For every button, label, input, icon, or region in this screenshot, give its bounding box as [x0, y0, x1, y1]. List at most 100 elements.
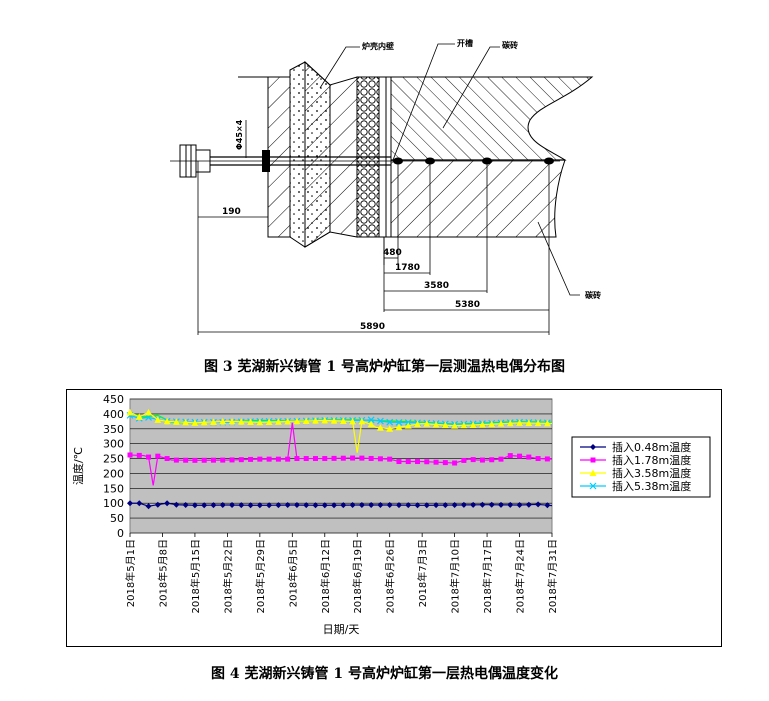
- legend-entry: 插入0.48m温度: [612, 440, 691, 454]
- series-point-2: [191, 419, 199, 426]
- series-point-0: [275, 502, 282, 509]
- x-tick-label: 2018年5月1日: [124, 539, 137, 607]
- legend-entry: 插入1.78m温度: [612, 453, 691, 467]
- series-point-1: [405, 459, 411, 465]
- series-point-1: [155, 453, 161, 459]
- series-point-2: [469, 421, 477, 428]
- y-tick-label: 0: [117, 527, 124, 540]
- dim-190: 190: [222, 207, 241, 217]
- series-point-1: [544, 456, 550, 462]
- legend-marker: [589, 469, 597, 476]
- series-point-0: [488, 501, 495, 508]
- series-point-1: [498, 456, 504, 462]
- series-point-2: [451, 422, 459, 429]
- series-point-0: [238, 502, 245, 509]
- x-axis-label: 日期/天: [323, 623, 360, 636]
- series-point-2: [423, 420, 431, 427]
- y-tick-label: 150: [103, 482, 124, 495]
- series-point-1: [220, 457, 226, 463]
- series-point-1: [331, 455, 337, 461]
- series-point-0: [386, 502, 393, 509]
- series-point-1: [229, 457, 235, 463]
- series-point-1: [322, 456, 328, 462]
- dim-3580: 3580: [424, 281, 449, 291]
- y-axis-label: 温度/℃: [71, 447, 85, 485]
- series-point-1: [350, 455, 356, 461]
- series-point-2: [543, 419, 551, 427]
- series-point-0: [247, 502, 254, 509]
- series-point-1: [183, 457, 189, 463]
- y-tick-label: 50: [110, 512, 124, 525]
- series-point-2: [460, 421, 468, 429]
- upper-carbon-brick: [390, 76, 594, 161]
- series-point-0: [182, 502, 189, 509]
- series-point-2: [284, 417, 292, 425]
- series-point-2: [441, 421, 449, 429]
- x-tick-label: 2018年5月29日: [254, 539, 267, 614]
- figure-4-caption: 图 4 芜湖新兴铸管 1 号高炉炉缸第一层热电偶温度变化: [211, 666, 558, 682]
- series-point-2: [154, 416, 162, 423]
- series-point-2: [386, 425, 394, 432]
- series-point-3: [386, 418, 394, 426]
- series-point-0: [229, 502, 236, 509]
- series-point-0: [219, 502, 226, 509]
- series-point-3: [367, 416, 375, 424]
- x-tick-label: 2018年7月24日: [514, 539, 527, 614]
- series-point-2: [172, 418, 180, 425]
- series-point-1: [266, 456, 272, 462]
- series-point-2: [265, 418, 273, 425]
- series-point-1: [275, 456, 281, 462]
- series-point-1: [377, 456, 383, 462]
- x-tick-label: 2018年5月22日: [221, 539, 234, 614]
- series-point-1: [526, 454, 532, 460]
- x-tick-label: 2018年5月15日: [189, 539, 202, 614]
- series-point-0: [293, 502, 300, 509]
- label-groove: 开槽: [457, 38, 473, 48]
- series-point-0: [349, 502, 356, 509]
- series-point-1: [312, 456, 318, 462]
- series-point-0: [525, 501, 532, 508]
- series-point-0: [368, 502, 375, 509]
- series-point-0: [201, 502, 208, 509]
- series-point-2: [302, 417, 310, 424]
- series-point-0: [470, 501, 477, 508]
- dim-1780: 1780: [395, 263, 420, 273]
- x-tick-label: 2018年6月5日: [286, 539, 299, 607]
- series-point-2: [525, 419, 533, 426]
- x-tick-label: 2018年7月10日: [449, 539, 462, 614]
- series-point-2: [349, 417, 357, 425]
- series-point-1: [340, 455, 346, 461]
- series-point-1: [164, 456, 170, 462]
- series-point-1: [248, 456, 254, 462]
- series-point-1: [359, 455, 365, 461]
- legend-entry: 插入5.38m温度: [612, 479, 691, 493]
- series-point-1: [415, 459, 421, 465]
- series-point-2: [293, 417, 301, 425]
- series-point-2: [534, 419, 542, 427]
- series-point-2: [516, 419, 524, 426]
- series-point-0: [405, 502, 412, 509]
- series-point-0: [210, 502, 217, 509]
- series-point-2: [219, 418, 227, 425]
- series-point-0: [423, 502, 430, 509]
- series-point-1: [470, 457, 476, 463]
- series-point-0: [442, 502, 449, 509]
- series-point-0: [191, 502, 198, 509]
- series-point-2: [209, 418, 217, 425]
- series-point-0: [451, 502, 458, 509]
- series-point-2: [135, 413, 143, 420]
- series-point-2: [237, 418, 245, 425]
- label-carbon-brick-bottom: 碳砖: [585, 290, 601, 300]
- series-point-0: [395, 502, 402, 509]
- series-point-1: [387, 456, 393, 462]
- series-point-2: [358, 417, 366, 425]
- series-point-2: [163, 417, 171, 425]
- series-point-0: [164, 500, 171, 507]
- series-point-2: [376, 424, 384, 431]
- x-tick-label: 2018年6月26日: [384, 539, 397, 614]
- series-point-0: [460, 501, 467, 508]
- series-point-0: [266, 502, 273, 509]
- series-point-1: [396, 459, 402, 465]
- series-point-1: [368, 455, 374, 461]
